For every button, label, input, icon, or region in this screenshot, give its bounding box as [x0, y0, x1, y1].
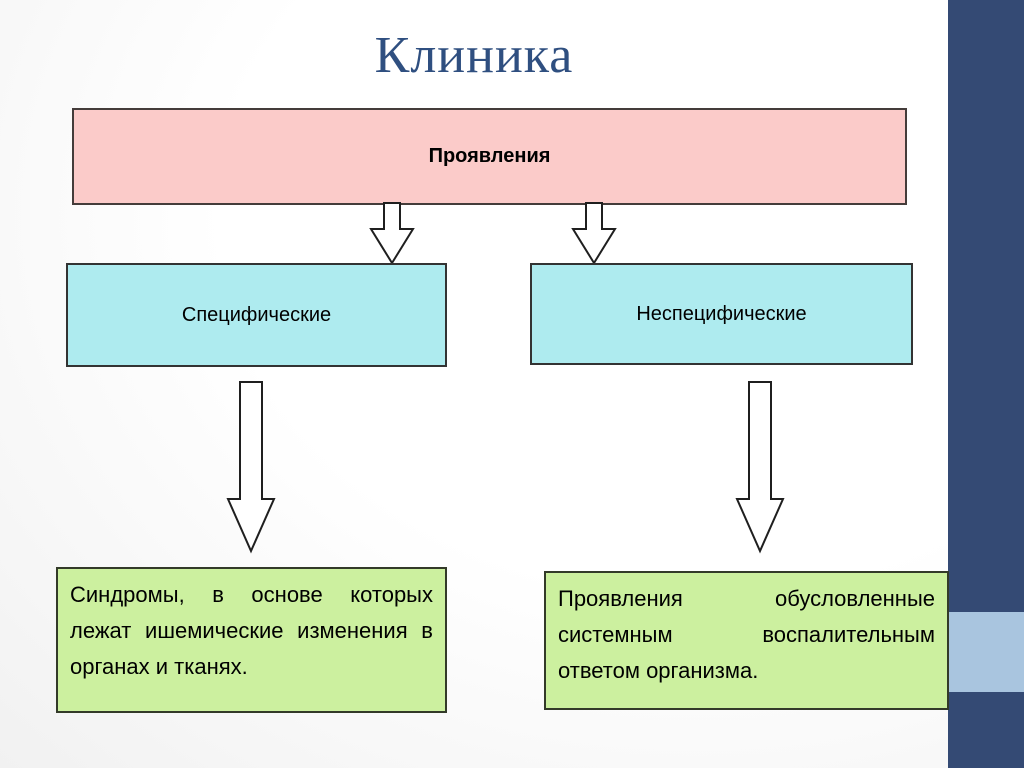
diagram-box-nonspecific: Неспецифические — [530, 263, 913, 365]
down-arrow-icon — [226, 381, 276, 554]
diagram-box-nonspecific-description: Проявления обусловленные системным воспа… — [544, 571, 949, 710]
down-arrow-icon — [369, 202, 415, 265]
down-arrow-icon — [571, 202, 617, 265]
slide-title: Клиника — [374, 27, 574, 84]
diagram-box-specific-description: Синдромы, в основе которых лежат ишемиче… — [56, 567, 447, 713]
diagram-box-specific-label: Специфические — [181, 303, 332, 326]
right-decoration-accent — [948, 612, 1024, 692]
diagram-box-specific: Специфические — [66, 263, 447, 367]
down-arrow-icon — [735, 381, 785, 554]
diagram-box-manifestations-label: Проявления — [428, 145, 551, 167]
diagram-box-nonspecific-label: Неспецифические — [636, 302, 807, 325]
diagram-box-manifestations: Проявления — [72, 108, 907, 205]
